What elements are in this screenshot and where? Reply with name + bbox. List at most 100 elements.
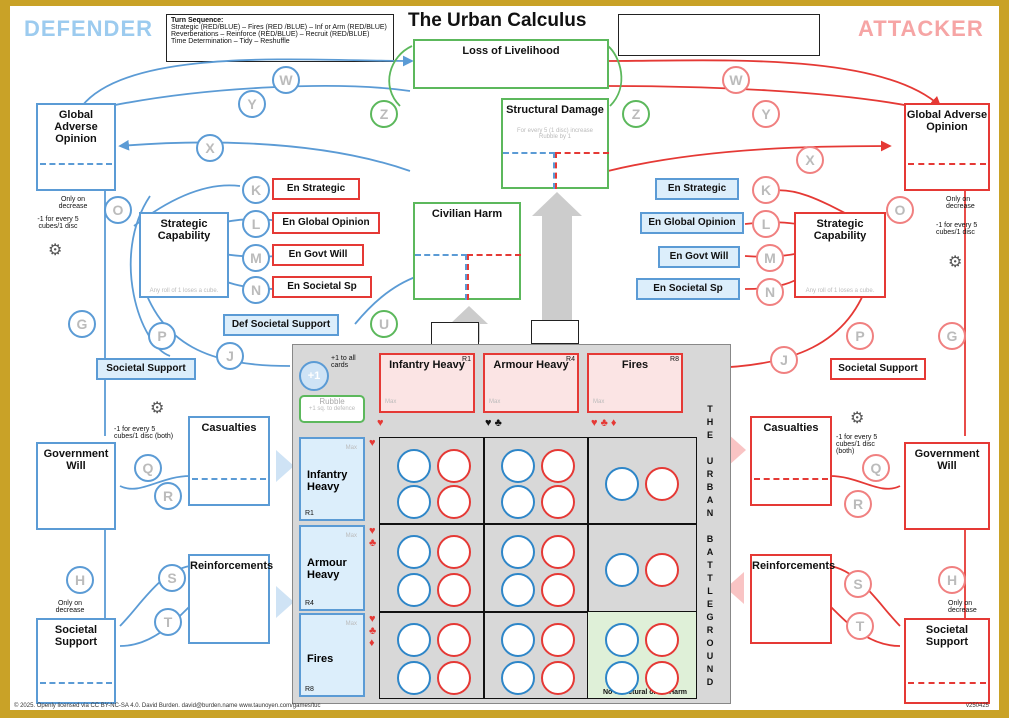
red-unit-slot[interactable] [437,449,471,483]
grid-cell-3-3[interactable] [587,611,697,699]
left-arrow-head [450,306,488,324]
vertical-letter: O [706,638,714,648]
red-unit-slot[interactable] [541,623,575,657]
vertical-letter: T [707,560,713,570]
row-fires-max: Max [345,621,357,627]
letter-n-right: N [756,278,784,306]
red-unit-slot[interactable] [541,661,575,695]
title-blank-box [618,14,820,56]
red-unit-slot[interactable] [645,467,679,501]
right-strat-cap-label: Strategic Capability [813,218,867,242]
vertical-letter: H [706,417,714,427]
blue-unit-slot[interactable] [605,467,639,501]
letter-p-left: P [148,322,176,350]
letter-m-left: M [242,244,270,272]
footer-version: v250425 [966,703,990,709]
right-gao-label: Global Adverse Opinion [906,109,988,133]
letter-z-right: Z [622,100,650,128]
loss-of-livelihood-box: Loss of Livelihood [413,39,609,89]
row-arm-suits: ♥ ♣ [369,525,377,549]
blue-unit-slot[interactable] [501,573,535,607]
blue-unit-slot[interactable] [501,661,535,695]
turn-sequence-line: Time Determination – Tidy – Reshuffle [171,38,290,45]
blue-unit-slot[interactable] [397,449,431,483]
red-unit-slot[interactable] [541,573,575,607]
right-societal-support-label: Societal Support [925,624,969,648]
left-en-societal-sp: En Societal Sp [272,276,372,298]
blue-unit-slot[interactable] [501,449,535,483]
blue-unit-slot[interactable] [397,535,431,569]
blue-unit-slot[interactable] [501,535,535,569]
blue-unit-slot[interactable] [501,485,535,519]
col-inf-code: R1 [462,356,471,363]
left-reinforce-arrow-icon [276,586,294,618]
vertical-letter: N [706,508,714,518]
right-govt-will-label: Government Will [914,448,980,472]
blue-unit-slot[interactable] [397,623,431,657]
blue-unit-slot[interactable] [501,623,535,657]
left-ss-dash [40,682,112,684]
game-board: DEFENDER ATTACKER The Urban Calculus Tur… [10,6,999,710]
col-arm-max: Max [489,399,501,405]
blue-unit-slot[interactable] [397,573,431,607]
left-casualties: Casualties [188,416,270,506]
letter-h-left: H [66,566,94,594]
grid-cell-2-3[interactable] [587,523,697,613]
blue-unit-slot[interactable] [605,661,639,695]
center-arrow-head [532,192,582,216]
vertical-letter: T [707,404,713,414]
letter-h-right: H [938,566,966,594]
red-unit-slot[interactable] [437,623,471,657]
letter-l-left: L [242,210,270,238]
vertical-letter: U [706,651,714,661]
left-strat-cap-label: Strategic Capability [157,218,211,242]
blue-unit-slot[interactable] [397,661,431,695]
turn-sequence-line: Strategic (RED/BLUE) – Fires (RED /BLUE)… [171,24,387,31]
right-gear-icon: ⚙ [948,254,963,271]
left-casualties-dash [192,478,266,480]
vertical-letter: U [706,456,714,466]
red-unit-slot[interactable] [437,573,471,607]
letter-r-left: R [154,482,182,510]
red-unit-slot[interactable] [645,553,679,587]
structural-damage-box: Structural Damage For every 5 (1 disc) i… [501,98,609,189]
vertical-letter: B [706,534,714,544]
letter-q-left: Q [134,454,162,482]
turn-sequence-heading: Turn Sequence: [171,17,224,24]
red-unit-slot[interactable] [645,661,679,695]
right-casualties-label: Casualties [763,422,819,434]
left-casualties-note: -1 for every 5 cubes/1 disc (both) [114,426,174,440]
red-unit-slot[interactable] [437,535,471,569]
vertical-letter [703,520,717,533]
blue-unit-slot[interactable] [397,485,431,519]
red-unit-slot[interactable] [541,485,575,519]
right-reinforcements: Reinforcements [750,554,835,644]
grid-cell-1-3[interactable] [587,437,697,525]
right-minus1-note: -1 for every 5 cubes/1 disc [936,222,978,236]
vertical-letter: T [707,573,713,583]
civilian-harm-label: Civilian Harm [431,208,503,220]
grid-cell-3-1[interactable] [379,611,485,699]
letter-x-left: X [196,134,224,162]
defender-title: DEFENDER [24,16,154,41]
blank-card-right [531,320,579,344]
grid-cell-2-1[interactable] [379,523,485,613]
red-unit-slot[interactable] [437,485,471,519]
letter-t-right: T [846,612,874,640]
letter-p-right: P [846,322,874,350]
blue-unit-slot[interactable] [605,623,639,657]
right-global-adverse-opinion: Global Adverse Opinion [904,103,990,191]
red-unit-slot[interactable] [645,623,679,657]
blue-unit-slot[interactable] [605,553,639,587]
grid-cell-1-1[interactable] [379,437,485,525]
left-casualties-label: Casualties [201,422,257,434]
grid-cell-2-2[interactable] [483,523,589,613]
grid-cell-1-2[interactable] [483,437,589,525]
right-government-will: Government Will [904,442,990,530]
red-unit-slot[interactable] [437,661,471,695]
red-unit-slot[interactable] [541,535,575,569]
red-unit-slot[interactable] [541,449,575,483]
board-title: The Urban Calculus [408,10,587,31]
left-only-on-decrease: Only on decrease [58,196,88,210]
